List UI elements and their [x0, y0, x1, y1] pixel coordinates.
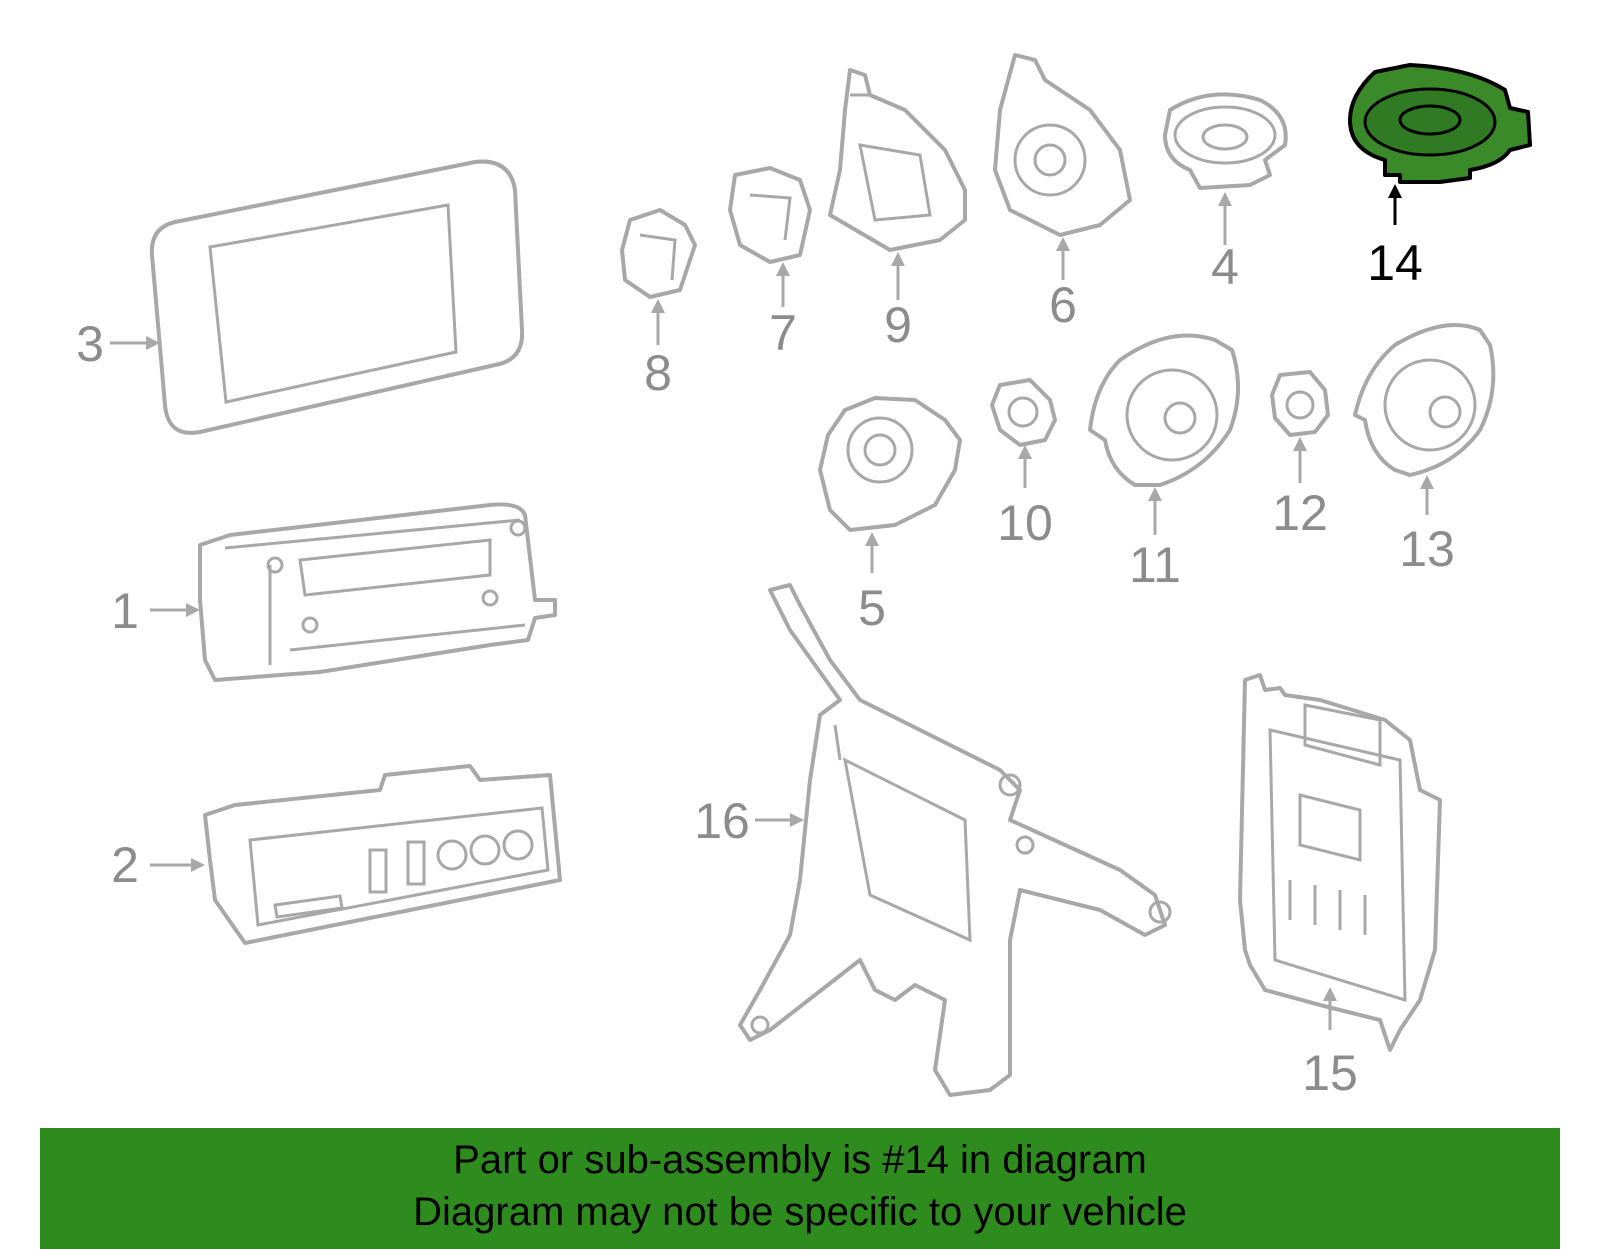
callout-3: 3 [76, 316, 104, 372]
part-14-speaker-highlighted [1348, 63, 1532, 184]
arrow-13 [1420, 475, 1434, 515]
banner-line-disclaimer: Diagram may not be specific to your vehi… [413, 1190, 1187, 1234]
arrow-11 [1148, 487, 1162, 535]
callout-14: 14 [1367, 235, 1423, 291]
part-3-display [149, 159, 525, 435]
leader-arrows [110, 184, 1434, 1030]
callout-8: 8 [644, 345, 672, 401]
part-6-speaker [993, 53, 1132, 237]
callout-labels: 1 2 3 4 5 6 7 8 9 10 11 12 13 14 15 16 [76, 235, 1455, 1101]
part-1-radio [198, 502, 557, 682]
callout-2: 2 [111, 837, 139, 893]
arrow-8 [651, 299, 665, 345]
part-8-tweeter [620, 208, 697, 299]
callout-13: 13 [1399, 521, 1455, 577]
part-7-tweeter-housing [728, 166, 812, 264]
callout-4: 4 [1211, 239, 1239, 295]
part-10-small-speaker [990, 378, 1057, 447]
callout-12: 12 [1272, 485, 1328, 541]
arrow-4 [1218, 192, 1232, 245]
callout-7: 7 [769, 305, 797, 361]
part-12-small-speaker [1270, 370, 1330, 437]
part-5-woofer [818, 396, 962, 532]
part-9-speaker-bracket [828, 68, 967, 252]
callout-1: 1 [111, 583, 139, 639]
part-4-ring-speaker [1163, 92, 1288, 190]
part-16-bracket [738, 583, 1172, 1097]
arrow-3 [110, 336, 160, 350]
arrow-5 [865, 532, 879, 573]
part-11-speaker [1088, 333, 1240, 487]
arrow-10 [1018, 445, 1032, 488]
part-15-module [1238, 673, 1442, 1052]
part-13-speaker [1353, 323, 1496, 477]
info-banner: Part or sub-assembly is #14 in diagram D… [40, 1128, 1560, 1249]
banner-line-part-number: Part or sub-assembly is #14 in diagram [453, 1138, 1147, 1182]
arrow-14 [1388, 184, 1402, 225]
arrow-15 [1323, 987, 1337, 1030]
arrow-6 [1056, 237, 1070, 280]
callout-11: 11 [1129, 537, 1181, 593]
arrow-12 [1293, 437, 1307, 483]
arrow-1 [150, 603, 200, 617]
callout-10: 10 [997, 495, 1053, 551]
arrow-9 [891, 252, 905, 300]
callout-9: 9 [884, 297, 912, 353]
callout-6: 6 [1049, 277, 1077, 333]
callout-16: 16 [694, 793, 750, 849]
part-2-control-panel [203, 764, 562, 945]
callout-5: 5 [858, 580, 886, 636]
arrow-2 [150, 858, 205, 872]
arrow-16 [755, 813, 804, 827]
callout-15: 15 [1302, 1045, 1358, 1101]
arrow-7 [776, 262, 790, 307]
